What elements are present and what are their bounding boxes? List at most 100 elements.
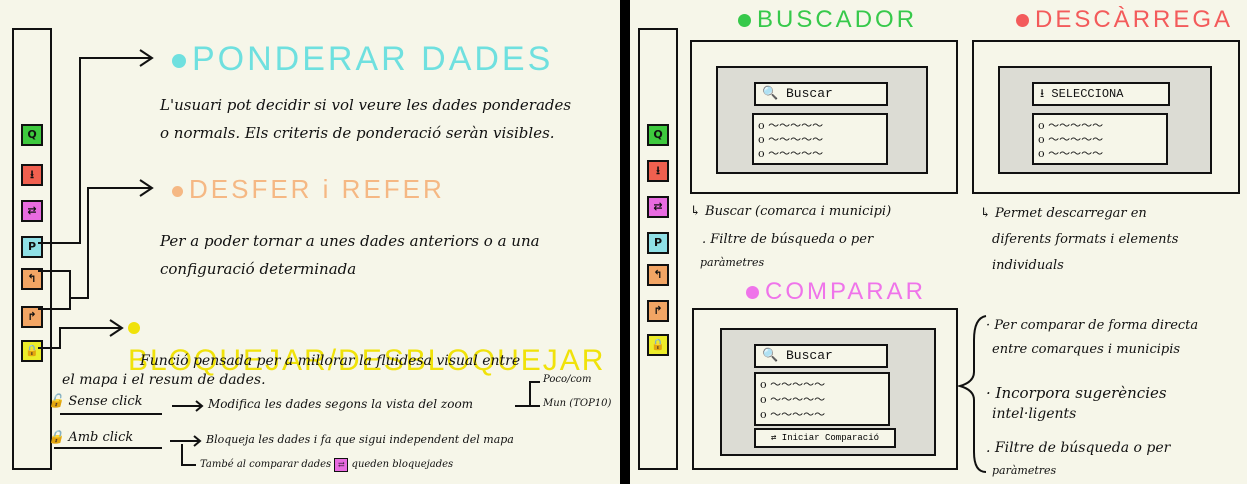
comparar-brace: [956, 315, 987, 473]
list-item[interactable]: o ～～～～～: [760, 393, 826, 406]
desfer-dot: [172, 185, 183, 197]
descarrega-title: DESCÀRREGA: [1016, 6, 1233, 34]
list-item[interactable]: o ～～～～～: [760, 378, 826, 391]
desfer-title: DESFER i REFER: [172, 174, 445, 205]
comparar-title: COMPARAR: [746, 278, 926, 306]
amb-note-text-2: queden bloquejades: [351, 459, 454, 470]
swap-icon: ⇄: [770, 433, 777, 443]
ponderar-dot: [172, 54, 186, 69]
comparar-title-text: COMPARAR: [765, 278, 926, 305]
swap-icon[interactable]: ⇄: [21, 200, 43, 222]
undo-icon[interactable]: ↰: [647, 264, 669, 286]
buscador-title-text: BUSCADOR: [757, 6, 918, 33]
left-toolbar: Q ⭳ ⇄ P ↰ ↱ 🔒: [12, 28, 52, 470]
comparar-desc-5: . Filtre de búsqueda o per: [986, 440, 1171, 456]
bloquejar-line-2: el mapa i el resum de dades.: [62, 372, 266, 388]
list-item[interactable]: o ～～～～～: [1038, 147, 1104, 160]
p-icon[interactable]: P: [647, 232, 669, 254]
descarrega-desc-3: individuals: [992, 258, 1064, 273]
buscador-search-label: Buscar: [786, 86, 833, 101]
comparar-desc-4: intel·ligents: [992, 406, 1077, 422]
buscador-desc-2: . Filtre de búsqueda o per: [702, 232, 874, 247]
swap-mini-icon: ⇄: [334, 458, 349, 472]
ponderar-title-text: PONDERAR DADES: [192, 40, 554, 78]
undo-icon[interactable]: ↰: [21, 268, 43, 290]
bloquejar-title: BLOQUEJAR/DESBLOQUEJAR: [128, 310, 620, 378]
amb-click-label: Amb click: [68, 430, 134, 445]
search-icon[interactable]: Q: [647, 124, 669, 146]
buscador-title: BUSCADOR: [738, 6, 917, 34]
comparar-search-label: Buscar: [786, 348, 833, 363]
desfer-line-2: configuració determinada: [160, 260, 357, 278]
comparar-desc-6: paràmetres: [992, 464, 1057, 477]
descarrega-desc-1: ↳ Permet descarregar en: [980, 206, 1147, 221]
descarrega-desc-1-text: Permet descarregar en: [995, 206, 1147, 221]
descarrega-select-box[interactable]: ⭳ SELECCIONA: [1032, 82, 1170, 106]
list-item[interactable]: o ～～～～～: [758, 147, 824, 160]
buscador-desc-3: paràmetres: [700, 256, 765, 269]
right-panel: Q ⭳ ⇄ P ↰ ↱ 🔒 BUSCADOR 🔍 Buscar o ～～～～～ …: [630, 0, 1247, 484]
comparar-frame: [692, 308, 958, 470]
amb-note-text: També al comparar dades: [200, 459, 332, 470]
search-icon: 🔍: [762, 86, 779, 101]
descarrega-title-text: DESCÀRREGA: [1035, 6, 1234, 33]
download-icon[interactable]: ⭳: [21, 164, 43, 186]
list-item[interactable]: o ～～～～～: [1038, 119, 1104, 132]
lock-icon[interactable]: 🔒: [647, 334, 669, 356]
search-icon[interactable]: Q: [21, 124, 43, 146]
lock-icon[interactable]: 🔒: [21, 340, 43, 362]
descarrega-select-label: SELECCIONA: [1051, 87, 1124, 101]
redo-icon[interactable]: ↱: [21, 306, 43, 328]
right-toolbar: Q ⭳ ⇄ P ↰ ↱ 🔒: [638, 28, 678, 470]
buscador-frame: [690, 40, 958, 194]
comparar-search-box[interactable]: 🔍 Buscar: [754, 344, 888, 368]
comparar-desc-1: · Per comparar de forma directa: [986, 318, 1199, 333]
amb-click-text: Bloqueja les dades i fa que sigui indepe…: [206, 433, 514, 446]
search-icon: 🔍: [762, 348, 779, 363]
comparar-results-list[interactable]: o ～～～～～ o ～～～～～ o ～～～～～: [754, 372, 890, 426]
redo-icon[interactable]: ↱: [647, 300, 669, 322]
desfer-line-1: Per a poder tornar a unes dades anterior…: [160, 232, 540, 250]
list-item[interactable]: o ～～～～～: [1038, 133, 1104, 146]
swap-icon[interactable]: ⇄: [647, 196, 669, 218]
left-connector-arrows: [38, 49, 540, 466]
comparar-desc-5-text: Filtre de búsqueda o per: [994, 440, 1171, 456]
sense-click-text: Modifica les dades segons la vista del z…: [208, 397, 474, 411]
buscador-desc-1: ↳ Buscar (comarca i municipi): [690, 204, 892, 219]
bloquejar-dot: [128, 322, 140, 335]
start-compare-label: Iniciar Comparació: [781, 433, 880, 443]
descarrega-dot: [1016, 14, 1029, 28]
comparar-desc-1-text: Per comparar de forma directa: [994, 318, 1199, 333]
descarrega-desc-2: diferents formats i elements: [992, 232, 1179, 247]
sense-click-row: 🔓 Sense click: [48, 394, 143, 409]
download-icon: ⭳: [1040, 87, 1045, 101]
bloquejar-title-text: BLOQUEJAR/DESBLOQUEJAR: [128, 344, 606, 377]
zoom-option-2: Mun (TOP10): [543, 398, 612, 409]
ponderar-line-1: L'usuari pot decidir si vol veure les da…: [160, 96, 572, 114]
comparar-desc-2: entre comarques i municipis: [992, 342, 1181, 357]
comparar-desc-3: · Incorpora sugerències: [986, 384, 1167, 402]
buscador-results-list[interactable]: o ～～～～～ o ～～～～～ o ～～～～～: [752, 113, 888, 165]
ponderar-line-2: o normals. Els criteris de ponderació se…: [160, 124, 555, 142]
descarrega-options-list[interactable]: o ～～～～～ o ～～～～～ o ～～～～～: [1032, 113, 1168, 165]
comparar-desc-3-text: Incorpora sugerències: [995, 384, 1167, 402]
unlock-icon: 🔓: [48, 394, 65, 409]
ponderar-title: PONDERAR DADES: [172, 40, 553, 79]
list-item[interactable]: o ～～～～～: [758, 119, 824, 132]
buscador-search-box[interactable]: 🔍 Buscar: [754, 82, 888, 106]
left-panel: Q ⭳ ⇄ P ↰ ↱ 🔒: [0, 0, 620, 484]
buscador-dot: [738, 14, 751, 28]
download-icon[interactable]: ⭳: [647, 160, 669, 182]
sense-click-label: Sense click: [68, 394, 143, 409]
descarrega-frame: [972, 40, 1240, 194]
buscador-desc-1-text: Buscar (comarca i municipi): [705, 204, 892, 219]
amb-click-note: També al comparar dades ⇄ queden bloquej…: [200, 458, 453, 472]
desfer-title-text: DESFER i REFER: [189, 174, 445, 204]
list-item[interactable]: o ～～～～～: [760, 408, 826, 421]
zoom-option-1: Poco/com: [543, 374, 592, 385]
bloquejar-line-1: Funció pensada per a millorar la fluides…: [140, 353, 521, 369]
p-icon[interactable]: P: [21, 236, 43, 258]
start-compare-button[interactable]: ⇄ Iniciar Comparació: [754, 428, 896, 448]
list-item[interactable]: o ～～～～～: [758, 133, 824, 146]
lock-closed-icon: 🔒: [48, 430, 65, 445]
